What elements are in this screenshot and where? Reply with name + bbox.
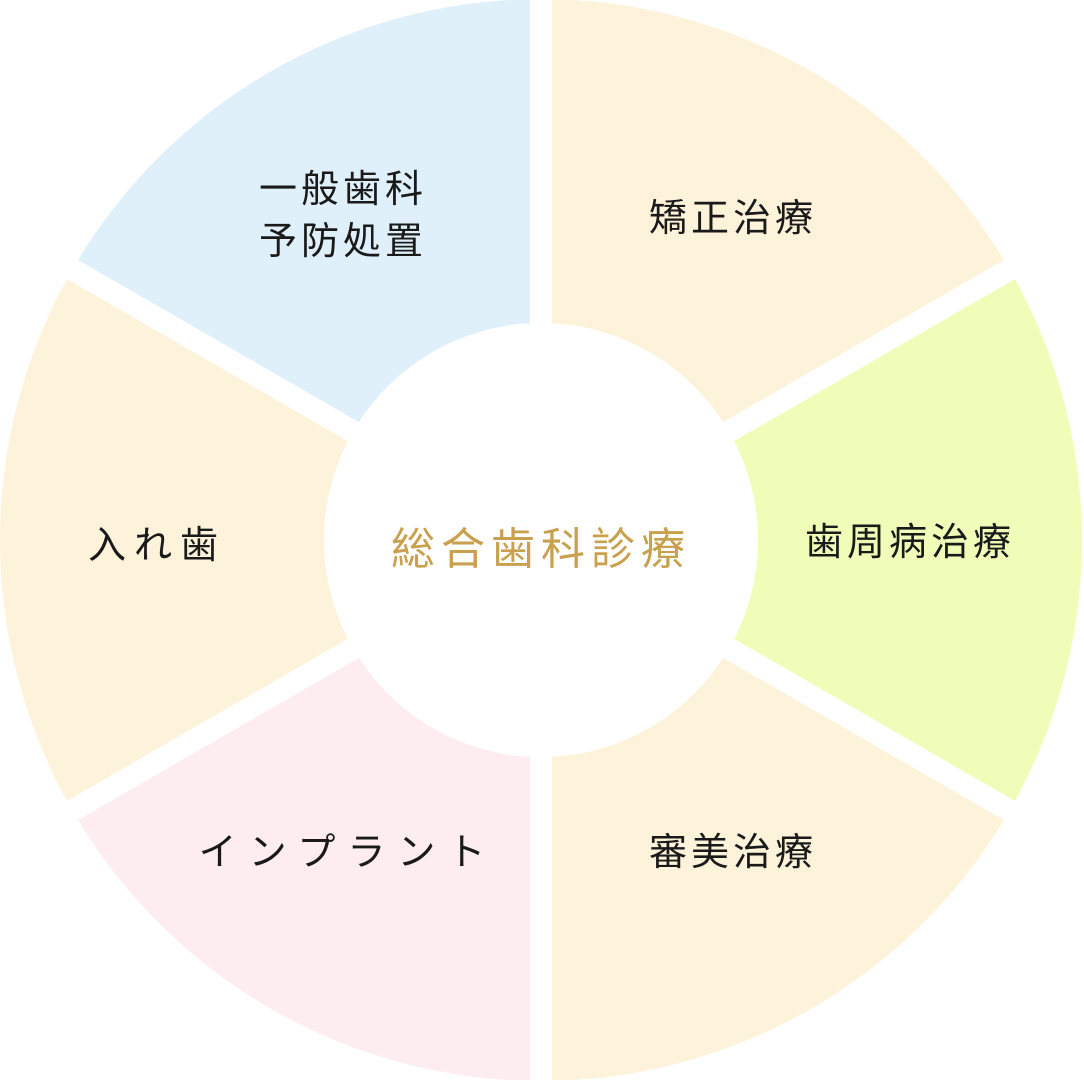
segment-label-periodontal[interactable]: 歯周病治療 [805, 516, 1015, 568]
segment-label-aesthetic[interactable]: 審美治療 [649, 826, 817, 878]
label-text: 審美治療 [648, 830, 818, 874]
segment-label-denture[interactable]: 入れ歯 [88, 519, 226, 571]
segment-periodontal[interactable] [546, 279, 1083, 801]
center-circle [324, 323, 758, 757]
label-text: 入れ歯 [87, 523, 227, 567]
label-text: 歯周病治療 [804, 520, 1016, 564]
center-title: 総合歯科診療 [391, 524, 691, 575]
segment-denture[interactable] [0, 279, 536, 801]
label-text: 予防処置 [258, 219, 428, 263]
label-text: 矯正治療 [648, 196, 818, 240]
segment-label-orthodontics[interactable]: 矯正治療 [649, 192, 817, 244]
label-text: インプラント [198, 830, 498, 874]
label-text: 一般歯科 [258, 167, 428, 211]
segment-label-implant[interactable]: インプラント [199, 826, 498, 878]
segment-label-general[interactable]: 一般歯科 予防処置 [259, 163, 427, 267]
